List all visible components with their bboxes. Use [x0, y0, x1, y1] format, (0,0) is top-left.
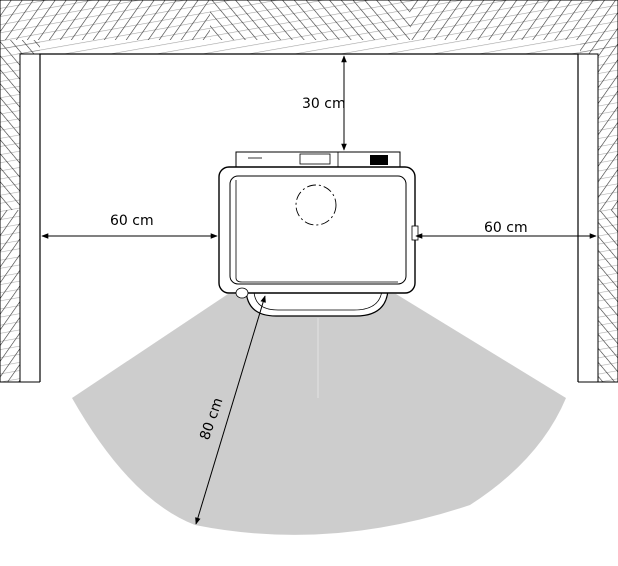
clearance-right-label: 60 cm: [484, 220, 528, 236]
clearance-top-label: 30 cm: [302, 96, 346, 112]
appliance-top-view: [218, 151, 419, 317]
clearance-left-label: 60 cm: [110, 213, 154, 229]
wall: [0, 0, 618, 383]
dimension-line-front: [195, 295, 266, 525]
front-service-zone: [72, 294, 566, 535]
